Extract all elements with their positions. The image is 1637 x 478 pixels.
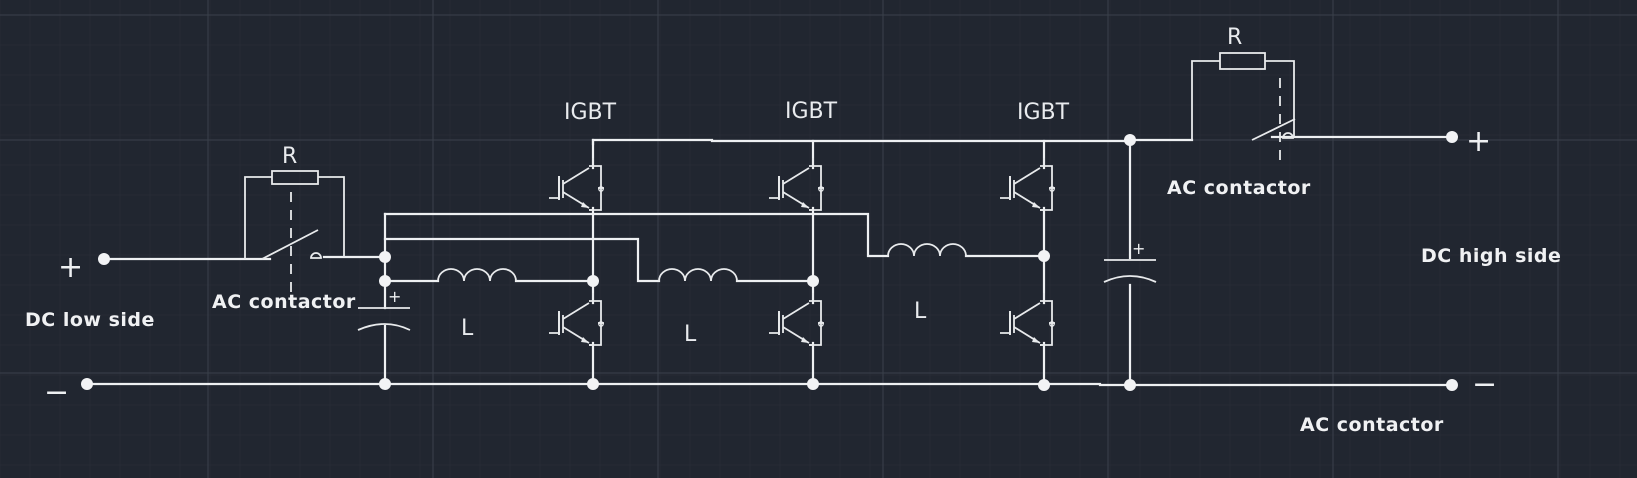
label-dc-high-side: DC high side — [1421, 245, 1561, 267]
resistor-left — [271, 170, 319, 185]
igbt-3-upper — [999, 157, 1056, 211]
label-resistor-right: R — [1227, 25, 1242, 50]
terminal-high-plus[interactable] — [1446, 131, 1458, 143]
label-resistor-left: R — [282, 144, 297, 169]
terminal-low-plus[interactable] — [98, 253, 110, 265]
igbt-1-upper — [548, 157, 605, 211]
high-minus-sign: − — [1472, 367, 1497, 402]
label-igbt-1: IGBT — [564, 100, 617, 125]
junction-nodes — [81, 131, 1458, 391]
capacitor-right-polarity: + — [1132, 239, 1145, 258]
resistor-right — [1219, 52, 1266, 70]
label-contactor-left: AC contactor — [212, 291, 356, 313]
wire-phase2-feed — [383, 237, 661, 283]
inductor-2 — [658, 268, 738, 282]
wire-high-rail — [591, 138, 1132, 146]
capacitor-right: + — [1103, 239, 1157, 283]
igbt-2-lower — [768, 292, 825, 346]
terminal-high-minus[interactable] — [1446, 379, 1458, 391]
low-plus-sign: + — [58, 250, 83, 285]
label-inductor-2: L — [684, 322, 697, 347]
low-minus-sign: − — [44, 375, 69, 410]
label-dc-low-side: DC low side — [25, 309, 155, 331]
label-inductor-3: L — [914, 299, 927, 324]
label-inductor-1: L — [461, 316, 474, 341]
high-plus-sign: + — [1466, 124, 1491, 159]
terminal-low-minus[interactable] — [81, 378, 93, 390]
wire-phase3-feed — [383, 212, 890, 258]
contactor-left — [244, 170, 345, 300]
label-contactor-right-top: AC contactor — [1167, 177, 1311, 199]
igbt-3-lower — [999, 292, 1056, 346]
label-contactor-right-bottom: AC contactor — [1300, 414, 1444, 436]
wires — [85, 135, 1454, 387]
capacitor-left-polarity: + — [388, 287, 401, 306]
contactor-right — [1191, 52, 1296, 168]
igbt-1-lower — [548, 292, 605, 346]
capacitor-left: + — [357, 287, 411, 331]
label-igbt-3: IGBT — [1017, 100, 1070, 125]
label-igbt-2: IGBT — [785, 99, 838, 124]
igbt-2-upper — [768, 157, 825, 211]
